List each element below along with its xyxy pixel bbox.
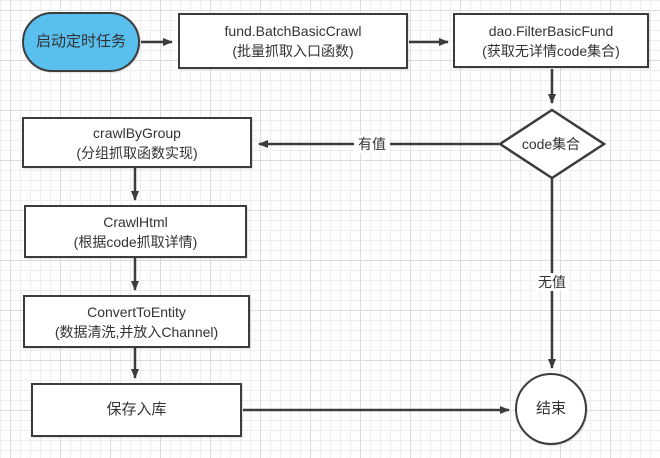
node-end: 结束 bbox=[515, 373, 587, 445]
node-start: 启动定时任务 bbox=[22, 12, 140, 72]
node-end-label: 结束 bbox=[535, 400, 566, 417]
node-crawl-html-title: CrawlHtml bbox=[103, 213, 168, 230]
node-convert-to-entity-title: ConvertToEntity bbox=[87, 303, 186, 320]
node-crawl-by-group: crawlByGroup (分组抓取函数实现) bbox=[22, 117, 252, 168]
node-filter-fund: dao.FilterBasicFund (获取无详情code集合) bbox=[453, 13, 649, 68]
node-filter-fund-subtitle: (获取无详情code集合) bbox=[482, 42, 620, 59]
node-crawl-html-subtitle: (根据code抓取详情) bbox=[73, 233, 198, 250]
decision-label: code集合 bbox=[521, 136, 581, 152]
edge-label-has-value: 有值 bbox=[354, 135, 390, 153]
edge-label-no-value: 无值 bbox=[534, 273, 570, 291]
node-save-db-label: 保存入库 bbox=[106, 401, 167, 418]
node-batch-crawl-title: fund.BatchBasicCrawl bbox=[224, 23, 362, 39]
node-crawl-by-group-subtitle: (分组抓取函数实现) bbox=[76, 144, 198, 161]
node-save-db: 保存入库 bbox=[31, 383, 242, 437]
node-convert-to-entity-subtitle: (数据清洗,并放入Channel) bbox=[54, 323, 219, 340]
node-start-label: 启动定时任务 bbox=[35, 33, 126, 50]
node-crawl-html: CrawlHtml (根据code抓取详情) bbox=[24, 205, 247, 258]
node-filter-fund-title: dao.FilterBasicFund bbox=[488, 22, 614, 39]
node-convert-to-entity: ConvertToEntity (数据清洗,并放入Channel) bbox=[23, 295, 250, 348]
node-batch-crawl-subtitle: (批量抓取入口函数) bbox=[232, 43, 354, 59]
node-batch-crawl: fund.BatchBasicCrawl (批量抓取入口函数) bbox=[178, 13, 408, 69]
node-crawl-by-group-title: crawlByGroup bbox=[93, 124, 181, 141]
